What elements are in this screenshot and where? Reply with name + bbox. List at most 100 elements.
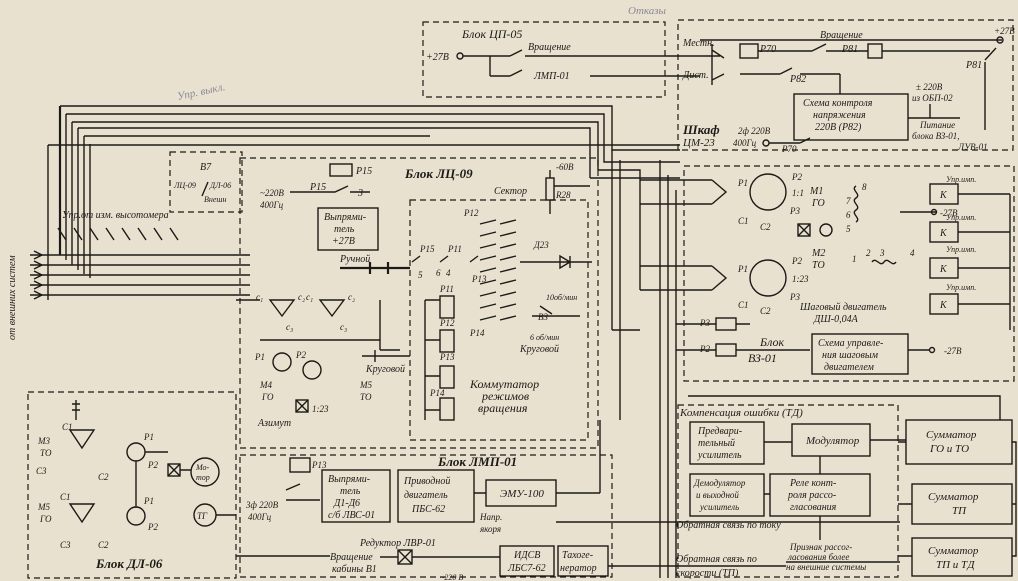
svg-text:М5: М5 [37, 502, 50, 512]
svg-text:Выпрями-: Выпрями- [324, 212, 366, 223]
svg-text:Предвари-: Предвари- [697, 426, 742, 437]
svg-text:Упр.имп.: Упр.имп. [946, 175, 976, 184]
svg-text:ТП и ТД: ТП и ТД [936, 559, 975, 571]
svg-text:2ф 220В: 2ф 220В [738, 126, 771, 136]
svg-text:Сумматор: Сумматор [928, 545, 979, 557]
svg-text:Выпрями-: Выпрями- [328, 474, 370, 485]
summator-tp: Сумматор ТП [911, 483, 1013, 525]
svg-text:ТО: ТО [360, 392, 372, 402]
svg-text:ИДСВ: ИДСВ [513, 550, 540, 561]
svg-text:С1: С1 [62, 422, 73, 432]
svg-text:R28: R28 [555, 190, 571, 200]
svg-text:ДЛ-06: ДЛ-06 [209, 181, 231, 190]
svg-text:4: 4 [910, 248, 915, 258]
svg-text:-27В: -27В [944, 346, 962, 356]
svg-text:ния шаговым: ния шаговым [822, 350, 879, 361]
cabinet-cm23: Местн. Дист. Р70 Р81 Вращение +27В Р81 Р… [677, 19, 1015, 154]
svg-text:Обратная связь по: Обратная связь по [676, 554, 757, 565]
svg-text:~220В: ~220В [260, 188, 284, 198]
summators: Сумматор ГО и ТО Сумматор ТП Сумматор ТП… [688, 395, 1017, 577]
svg-text:Р15: Р15 [419, 244, 435, 254]
altimeter-switches: Упр.от изм. высотомера [30, 210, 250, 300]
svg-text:1:23: 1:23 [312, 404, 329, 414]
svg-text:нератор: нератор [560, 563, 597, 574]
svg-text:6: 6 [436, 268, 441, 278]
svg-text:Круговой: Круговой [365, 364, 405, 375]
svg-text:ГО: ГО [39, 514, 52, 524]
svg-text:Р3: Р3 [789, 206, 800, 216]
svg-text:ГО: ГО [261, 392, 274, 402]
svg-text:В7: В7 [200, 162, 212, 173]
svg-text:ЛЦ-09: ЛЦ-09 [173, 181, 196, 190]
svg-text:Дист.: Дист. [682, 70, 709, 81]
svg-text:Р1: Р1 [737, 264, 748, 274]
svg-text:из ОБП-02: из ОБП-02 [912, 93, 953, 103]
svg-text:Сектор: Сектор [494, 186, 527, 197]
svg-text:ТГ: ТГ [197, 511, 208, 521]
relay-3: К Упр.имп. [929, 245, 976, 279]
svg-text:Р13: Р13 [311, 460, 327, 470]
svg-text:С1: С1 [738, 216, 749, 226]
svg-text:c₃: c₃ [286, 322, 293, 332]
svg-text:Обратная связь по току: Обратная связь по току [676, 520, 781, 531]
svg-text:ГО: ГО [811, 198, 825, 209]
svg-text:тель: тель [334, 224, 355, 235]
svg-text:ТО: ТО [812, 260, 825, 271]
svg-text:Питание: Питание [919, 120, 955, 130]
svg-text:400Гц: 400Гц [260, 200, 284, 210]
relay-label: Вращение [528, 42, 571, 53]
block-title: Блок [759, 335, 784, 349]
svg-text:Р12: Р12 [439, 318, 455, 328]
svg-text:ласования более: ласования более [787, 552, 849, 562]
svg-text:М5: М5 [359, 380, 372, 390]
svg-text:и выходной: и выходной [696, 490, 739, 500]
svg-text:Модулятор: Модулятор [805, 435, 860, 447]
svg-text:4: 4 [446, 268, 451, 278]
svg-text:6: 6 [846, 210, 851, 220]
svg-text:режимов: режимов [481, 389, 529, 403]
block-title: Блок ЛЦ-09 [404, 166, 473, 181]
svg-text:Р14: Р14 [429, 388, 445, 398]
svg-text:К: К [939, 300, 948, 311]
block-title: Блок ДЛ-06 [95, 556, 163, 571]
svg-text:c₂: c₂ [348, 292, 355, 302]
svg-text:тельный: тельный [698, 438, 735, 449]
svg-text:С1: С1 [738, 300, 749, 310]
svg-text:Р81: Р81 [965, 60, 982, 71]
svg-text:Р13: Р13 [439, 352, 455, 362]
svg-text:С1: С1 [60, 492, 71, 502]
svg-text:Р11: Р11 [439, 284, 454, 294]
svg-text:Р3: Р3 [699, 318, 710, 328]
svg-text:Р70: Р70 [759, 44, 776, 55]
svg-text:с/б ЛВС-01: с/б ЛВС-01 [328, 510, 375, 521]
side-label: от внешних систем [7, 255, 18, 340]
altimeter-label: Упр.от изм. высотомера [62, 210, 169, 221]
block-lc09: Блок ЛЦ-09 Р15 Р15 3 ~220В 400Гц Выпрями… [239, 157, 599, 449]
svg-text:Упр.имп.: Упр.имп. [946, 245, 976, 254]
svg-text:Д1-Д6: Д1-Д6 [333, 498, 360, 509]
svg-text:Вращение: Вращение [820, 30, 863, 41]
svg-text:Р1: Р1 [254, 352, 265, 362]
block-lmp01: Блок ЛМП-01 Р13 3ф 220В 400Гц Выпрями- т… [239, 454, 613, 581]
svg-text:М3: М3 [37, 436, 50, 446]
svg-text:Внешн: Внешн [204, 195, 226, 204]
summator-tp-td: Сумматор ТП и ТД [911, 537, 1013, 577]
svg-text:c₁: c₁ [306, 292, 313, 302]
svg-text:Р13: Р13 [471, 274, 487, 284]
svg-text:Д23: Д23 [533, 240, 549, 250]
svg-text:Р15: Р15 [309, 182, 326, 193]
svg-text:усилитель: усилитель [699, 502, 739, 512]
svg-text:-27В: -27В [940, 208, 958, 218]
svg-text:С2: С2 [760, 222, 771, 232]
relay-2: К Упр.имп. [929, 213, 976, 243]
svg-text:± 220В: ± 220В [916, 82, 943, 92]
svg-text:Р11: Р11 [447, 244, 462, 254]
svg-text:тель: тель [340, 486, 361, 497]
svg-text:c₃: c₃ [340, 322, 347, 332]
svg-text:Приводной: Приводной [403, 476, 450, 487]
block-dl06: Блок ДЛ-06 М3 ТО С1 С2 С3 М5 ГО С1 С2 С3… [27, 391, 237, 579]
handwritten-note: Упр. выкл. [176, 81, 226, 103]
svg-text:Р2: Р2 [791, 172, 802, 182]
svg-text:Сумматор: Сумматор [928, 491, 979, 503]
